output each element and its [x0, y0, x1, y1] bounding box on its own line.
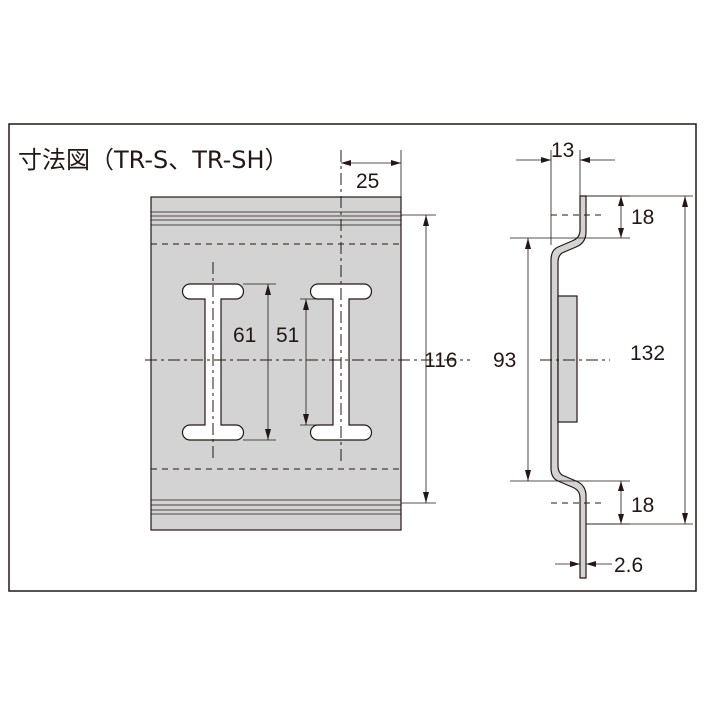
dim-132-label: 132: [630, 342, 665, 365]
dim-93-label: 93: [493, 349, 516, 372]
dim-51: 51: [276, 298, 333, 426]
dim-61: 61: [233, 283, 276, 441]
front-plate: [150, 196, 402, 531]
dim-51-label: 51: [276, 324, 299, 347]
drawing-title: 寸法図（TR-S、TR-SH）: [18, 146, 289, 174]
front-view: [145, 150, 470, 531]
dim-2-6-label: 2.6: [614, 554, 643, 577]
dim-18-bottom: 18: [586, 480, 654, 525]
dim-18-top-label: 18: [631, 206, 654, 229]
side-profile: [550, 195, 587, 579]
dim-2-6: 2.6: [555, 553, 643, 578]
dim-116: 116: [401, 214, 457, 504]
dim-13-label: 13: [551, 139, 574, 162]
side-boss: [557, 295, 578, 423]
dim-18-bottom-label: 18: [631, 494, 654, 517]
dim-25-label: 25: [356, 170, 379, 193]
dim-61-label: 61: [233, 324, 256, 347]
dim-13: 13: [516, 139, 615, 245]
dim-116-label: 116: [424, 349, 457, 372]
dim-93: 93: [493, 238, 586, 482]
side-view: [540, 195, 610, 579]
dim-25: 25: [341, 150, 402, 197]
dim-132: 132: [586, 195, 693, 525]
